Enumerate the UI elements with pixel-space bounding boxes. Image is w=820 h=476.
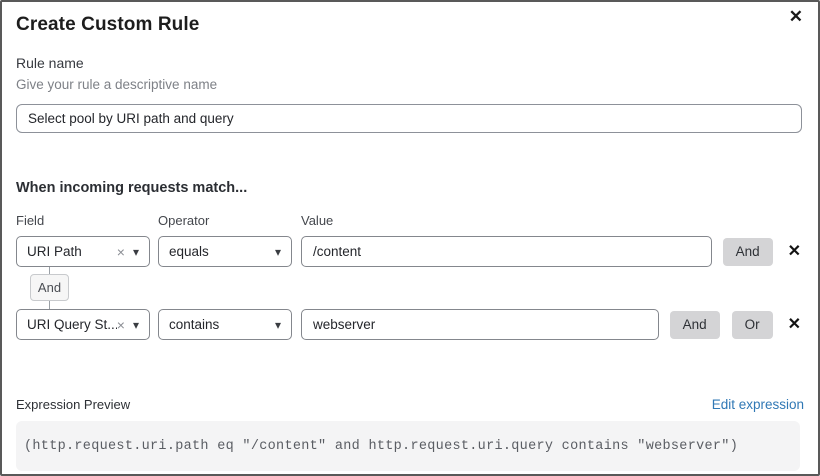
chevron-down-icon: ▾ [274,317,281,332]
chevron-down-icon: ▾ [132,244,139,259]
expression-preview-box: (http.request.uri.path eq "/content" and… [16,421,800,471]
match-section: When incoming requests match... Field Op… [16,180,804,340]
or-button-row-2[interactable]: Or [731,310,773,339]
close-icon[interactable]: ✕ [788,7,803,26]
connector-line-bottom [49,301,50,309]
clear-icon[interactable]: × [116,316,125,333]
value-input-2[interactable] [301,309,659,340]
chevron-down-icon: ▾ [274,244,281,259]
clear-icon[interactable]: × [116,243,125,260]
operator-select-2-value: contains [169,317,220,332]
operator-select-1[interactable]: equals ▾ [158,236,292,267]
field-select-1-value: URI Path [27,244,82,259]
chevron-down-icon: ▾ [132,317,139,332]
field-select-2-value: URI Query St... [27,317,117,332]
and-button-row-2[interactable]: And [669,310,720,339]
delete-row-icon[interactable]: ✕ [787,242,801,260]
rule-name-section: Rule name Give your rule a descriptive n… [16,55,804,133]
value-input-1[interactable] [301,236,712,267]
operator-select-2[interactable]: contains ▾ [158,309,292,340]
dialog-title: Create Custom Rule [16,14,200,35]
delete-row-icon[interactable]: ✕ [787,315,801,333]
field-select-1[interactable]: URI Path × ▾ [16,236,150,267]
columns-header: Field Operator Value [16,213,804,228]
column-label-value: Value [301,213,334,228]
match-heading: When incoming requests match... [16,180,248,196]
operator-select-1-value: equals [169,244,209,259]
condition-row-1: URI Path × ▾ equals ▾ And ✕ [16,236,804,267]
expression-code: (http.request.uri.path eq "/content" and… [24,438,739,454]
expression-preview-label: Expression Preview [16,397,131,412]
row-connector: And [16,267,804,309]
connector-line-top [49,267,50,274]
rule-name-label: Rule name [16,55,84,71]
expression-section: Expression Preview Edit expression (http… [16,397,804,471]
column-label-field: Field [16,213,45,228]
connector-and-chip[interactable]: And [30,274,69,301]
expression-header: Expression Preview Edit expression [16,397,804,412]
column-label-operator: Operator [158,213,210,228]
rule-name-input[interactable] [16,104,802,133]
rule-name-helper: Give your rule a descriptive name [16,77,218,92]
and-button-row-1[interactable]: And [722,237,773,266]
edit-expression-link[interactable]: Edit expression [711,397,804,412]
condition-row-2: URI Query St... × ▾ contains ▾ And Or ✕ [16,309,804,340]
field-select-2[interactable]: URI Query St... × ▾ [16,309,150,340]
